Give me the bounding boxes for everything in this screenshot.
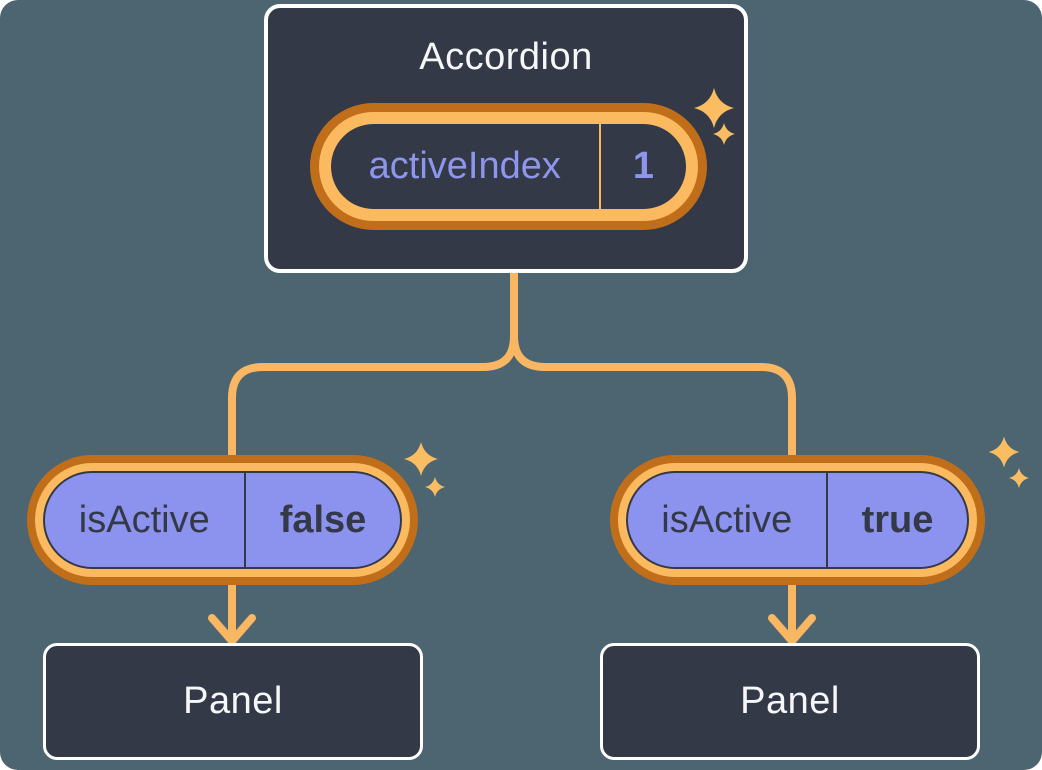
panel-title: Panel xyxy=(740,680,840,722)
prop-value-label: false xyxy=(279,498,367,541)
prop-name-label: isActive xyxy=(78,498,210,541)
state-pill-core: activeIndex 1 xyxy=(331,124,686,209)
prop-pill-divider xyxy=(243,473,246,567)
state-name-label: activeIndex xyxy=(368,145,561,187)
accordion-component-box: Accordion activeIndex 1 xyxy=(264,4,748,273)
arrow-head-right-icon xyxy=(768,614,816,645)
panel-component-box-right: Panel xyxy=(600,643,980,760)
arrow-head-left-icon xyxy=(208,614,256,645)
prop-pill-core: isActive false xyxy=(43,471,402,569)
prop-name-label: isActive xyxy=(661,498,793,541)
state-value-label: 1 xyxy=(632,145,655,187)
prop-pill-ring: isActive false xyxy=(35,463,410,577)
prop-pill-isactive-false: isActive false xyxy=(27,455,418,585)
state-pill-divider xyxy=(598,124,601,209)
prop-pill-core: isActive true xyxy=(626,471,969,569)
prop-pill-isactive-true: isActive true xyxy=(610,455,985,585)
accordion-title: Accordion xyxy=(419,36,593,78)
panel-title: Panel xyxy=(183,680,283,722)
state-pill-ring: activeIndex 1 xyxy=(319,112,698,221)
branch-line-right xyxy=(510,267,796,645)
prop-value-label: true xyxy=(861,498,934,541)
state-pill: activeIndex 1 xyxy=(310,103,707,230)
panel-component-box-left: Panel xyxy=(43,643,423,760)
prop-pill-divider xyxy=(825,473,828,567)
prop-pill-ring: isActive true xyxy=(618,463,977,577)
